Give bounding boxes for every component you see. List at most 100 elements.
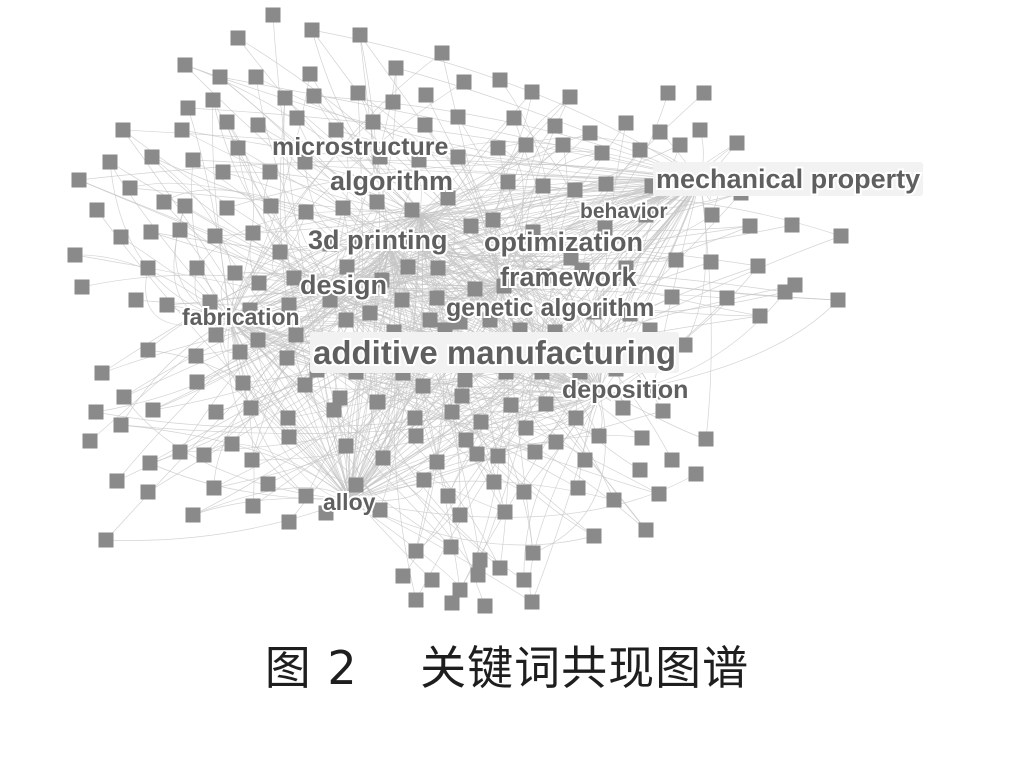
keyword-node — [352, 234, 368, 250]
keyword-node — [219, 200, 235, 216]
keyword-node — [496, 278, 512, 294]
cooccurrence-edge — [226, 121, 331, 291]
keyword-node — [280, 410, 296, 426]
keyword-node — [394, 292, 410, 308]
keyword-node — [430, 260, 446, 276]
keyword-node — [527, 444, 543, 460]
keyword-node — [281, 429, 297, 445]
keyword-node — [202, 294, 218, 310]
keyword-node — [242, 302, 258, 318]
keyword-node — [677, 337, 693, 353]
cooccurrence-edge — [349, 354, 541, 501]
cooccurrence-edge — [499, 284, 510, 569]
keyword-node — [289, 110, 305, 126]
keyword-node — [332, 390, 348, 406]
keyword-node — [189, 260, 205, 276]
keyword-node — [538, 396, 554, 412]
cooccurrence-edge — [227, 319, 307, 497]
cooccurrence-edge — [196, 210, 421, 269]
keyword-node — [672, 137, 688, 153]
cooccurrence-edge — [389, 225, 751, 250]
cooccurrence-edge — [251, 244, 391, 461]
cooccurrence-edge — [192, 497, 351, 516]
cooccurrence-edge — [196, 244, 391, 383]
cooccurrence-edge — [329, 214, 428, 292]
cooccurrence-edge — [195, 355, 351, 501]
cooccurrence-edge — [191, 159, 231, 321]
keyword-node — [452, 582, 468, 598]
keyword-node — [655, 403, 671, 419]
keyword-node — [326, 402, 342, 418]
cooccurrence-edge — [389, 179, 701, 246]
keyword-node — [586, 304, 602, 320]
keyword-node — [555, 137, 571, 153]
keyword-node — [400, 259, 416, 275]
keyword-node — [492, 72, 508, 88]
cooccurrence-edge — [196, 179, 701, 383]
keyword-node — [518, 137, 534, 153]
keyword-node — [784, 217, 800, 233]
keyword-node — [443, 539, 459, 555]
keyword-node — [250, 117, 266, 133]
keyword-node — [219, 114, 235, 130]
cooccurrence-edge — [78, 159, 701, 181]
cooccurrence-edge — [329, 289, 351, 501]
cooccurrence-edge — [329, 179, 701, 291]
cooccurrence-edge — [684, 179, 707, 346]
keyword-node — [172, 222, 188, 238]
keyword-node — [88, 404, 104, 420]
keyword-node — [429, 454, 445, 470]
keyword-node — [586, 528, 602, 544]
keyword-node — [370, 394, 386, 410]
keyword-node — [660, 85, 676, 101]
keyword-node — [618, 115, 634, 131]
keyword-node — [224, 436, 240, 452]
keyword-node — [297, 377, 313, 393]
keyword-node — [145, 402, 161, 418]
keyword-node — [322, 292, 338, 308]
keyword-node — [408, 428, 424, 444]
keyword-node — [82, 433, 98, 449]
cooccurrence-edge — [249, 214, 421, 311]
cooccurrence-edge — [349, 394, 601, 501]
cooccurrence-edge — [122, 129, 701, 181]
cooccurrence-edge — [229, 319, 351, 501]
keyword-node — [719, 290, 735, 306]
keyword-label: design — [300, 270, 387, 300]
cooccurrence-edge — [304, 161, 701, 192]
keyword-node — [582, 125, 598, 141]
keyword-node — [615, 400, 631, 416]
keyword-node — [185, 152, 201, 168]
keyword-label-group: alloy — [321, 487, 378, 517]
keyword-node — [454, 388, 470, 404]
cooccurrence-edge — [95, 289, 331, 413]
keyword-node — [568, 410, 584, 426]
cooccurrence-edge — [187, 107, 701, 181]
keyword-node — [244, 452, 260, 468]
keyword-node — [302, 66, 318, 82]
keyword-node — [473, 414, 489, 430]
keyword-label-group: framework — [498, 260, 640, 294]
cooccurrence-edge — [120, 236, 231, 321]
keyword-node — [67, 247, 83, 263]
keyword-node — [536, 268, 552, 284]
cooccurrence-edge — [163, 189, 391, 246]
keyword-node — [372, 502, 388, 518]
cooccurrence-edge — [120, 424, 351, 501]
keyword-label-group: fabrication — [180, 302, 302, 332]
keyword-node — [388, 60, 404, 76]
keyword-node — [408, 543, 424, 559]
keyword-node — [664, 452, 680, 468]
keyword-label-group: microstructure — [270, 131, 451, 163]
cooccurrence-edge — [329, 244, 405, 291]
cooccurrence-edge — [229, 289, 331, 323]
cooccurrence-edge — [499, 152, 603, 286]
cooccurrence-edge — [419, 195, 842, 237]
cooccurrence-edge — [599, 299, 839, 396]
keyword-node — [272, 244, 288, 260]
cooccurrence-edge — [296, 117, 421, 216]
keyword-node — [563, 250, 579, 266]
keyword-node — [652, 124, 668, 140]
keyword-node — [74, 279, 90, 295]
keyword-node — [567, 182, 583, 198]
